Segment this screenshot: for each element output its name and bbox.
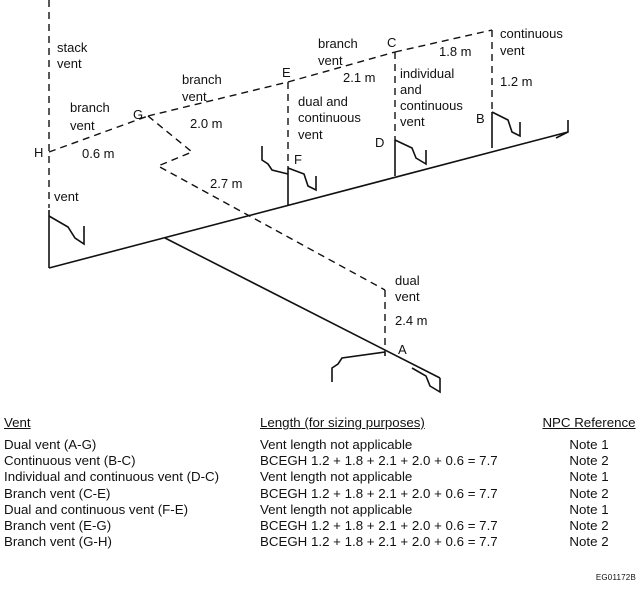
vent-sizing-table: Vent Length (for sizing purposes) NPC Re… <box>4 415 638 550</box>
header-vent: Vent <box>4 415 31 430</box>
point-g: G <box>133 107 143 122</box>
row-vent: Branch vent (G-H) <box>4 534 112 550</box>
row-length: Vent length not applicable <box>260 501 413 517</box>
fixture-trap-a-left <box>331 351 386 382</box>
point-h: H <box>34 145 43 160</box>
row-vent: Branch vent (E-G) <box>4 518 112 534</box>
length-h-g: 0.6 m <box>82 146 115 161</box>
length-c-b: 1.8 m <box>439 44 472 59</box>
branch-vent-ec-label-2: vent <box>318 53 343 68</box>
header-length: Length (for sizing purposes) <box>260 415 425 430</box>
header-reference: NPC Reference <box>542 415 636 430</box>
point-d: D <box>375 135 384 150</box>
dual-continuous-vent-label-2: continuous <box>298 110 361 125</box>
fixture-trap-main-end <box>555 120 569 139</box>
row-length: BCEGH 1.2 + 1.8 + 2.1 + 2.0 + 0.6 = 7.7 <box>260 518 498 534</box>
fixture-trap-f-left <box>261 146 289 175</box>
figure-code: EG01172B <box>595 573 636 582</box>
branch-vent-hg-label-1: branch <box>70 100 110 115</box>
stack-vent-label-1: stack <box>57 40 88 55</box>
point-f: F <box>294 152 302 167</box>
plumbing-vent-diagram: stack vent branch vent branch vent branc… <box>34 0 569 394</box>
row-reference: Note 2 <box>569 534 609 550</box>
row-length: Vent length not applicable <box>260 469 413 485</box>
branch-vent-ge-label-1: branch <box>182 72 222 87</box>
individual-vent-label-2: and <box>400 82 422 97</box>
table-row: Branch vent (C-E) BCEGH 1.2 + 1.8 + 2.1 … <box>4 486 638 502</box>
length-a-vertical: 2.4 m <box>395 313 428 328</box>
branch-vent-hg-label-2: vent <box>70 118 95 133</box>
row-reference: Note 1 <box>569 501 609 517</box>
fixture-trap-b <box>491 111 521 138</box>
continuous-vent-c-b-horizontal <box>394 29 493 53</box>
dual-vent-a-g <box>147 115 386 291</box>
row-length: BCEGH 1.2 + 1.8 + 2.1 + 2.0 + 0.6 = 7.7 <box>260 453 498 469</box>
row-reference: Note 1 <box>569 469 609 485</box>
branch-vent-ec-label-1: branch <box>318 36 358 51</box>
point-b: B <box>476 111 485 126</box>
dual-vent-label-1: dual <box>395 273 420 288</box>
branch-vent-e-c <box>287 51 396 83</box>
row-length: Vent length not applicable <box>260 437 413 452</box>
table-row: Individual and continuous vent (D-C) Ven… <box>4 469 638 485</box>
row-vent: Branch vent (C-E) <box>4 485 111 501</box>
branch-vent-g-e <box>147 81 289 117</box>
branch-vent-ge-label-2: vent <box>182 89 207 104</box>
length-b-vertical: 1.2 m <box>500 74 533 89</box>
row-vent: Continuous vent (B-C) <box>4 453 136 469</box>
table-row: Branch vent (G-H) BCEGH 1.2 + 1.8 + 2.1 … <box>4 534 638 550</box>
fixture-trap-f-right <box>287 167 317 192</box>
dual-continuous-vent-label-3: vent <box>298 127 323 142</box>
row-vent: Individual and continuous vent (D-C) <box>4 469 220 485</box>
table-row: Dual and continuous vent (F-E) Vent leng… <box>4 502 638 518</box>
point-e: E <box>282 65 291 80</box>
row-length: BCEGH 1.2 + 1.8 + 2.1 + 2.0 + 0.6 = 7.7 <box>260 485 498 501</box>
length-g-e: 2.0 m <box>190 116 223 131</box>
table-row: Branch vent (E-G) BCEGH 1.2 + 1.8 + 2.1 … <box>4 518 638 534</box>
row-vent: Dual vent (A-G) <box>4 437 97 452</box>
vent-label: vent <box>54 189 79 204</box>
row-reference: Note 2 <box>569 453 609 469</box>
fixture-trap-a-right <box>411 367 441 394</box>
table-row: Dual vent (A-G) Vent length not applicab… <box>4 437 638 453</box>
individual-vent-label-1: individual <box>400 66 454 81</box>
branch-vent-h-g <box>48 115 149 153</box>
point-a: A <box>398 342 407 357</box>
stack-vent-label-2: vent <box>57 56 82 71</box>
continuous-vent-label-2: vent <box>500 43 525 58</box>
table-row: Continuous vent (B-C) BCEGH 1.2 + 1.8 + … <box>4 453 638 469</box>
fixture-trap-d <box>394 139 427 166</box>
row-reference: Note 2 <box>569 518 609 534</box>
row-vent: Dual and continuous vent (F-E) <box>4 501 189 517</box>
row-reference: Note 1 <box>569 437 609 452</box>
dual-vent-label-2: vent <box>395 289 420 304</box>
point-c: C <box>387 35 396 50</box>
length-g-a: 2.7 m <box>210 176 243 191</box>
continuous-vent-label-1: continuous <box>500 26 563 41</box>
dual-continuous-vent-label-1: dual and <box>298 94 348 109</box>
individual-vent-label-4: vent <box>400 114 425 129</box>
branch-drain-a <box>164 237 441 379</box>
length-e-c: 2.1 m <box>343 70 376 85</box>
stack-fixture-trap <box>48 215 85 246</box>
individual-vent-label-3: continuous <box>400 98 463 113</box>
main-drain <box>48 131 569 269</box>
row-reference: Note 2 <box>569 485 609 501</box>
row-length: BCEGH 1.2 + 1.8 + 2.1 + 2.0 + 0.6 = 7.7 <box>260 534 498 550</box>
table-header-row: Vent Length (for sizing purposes) NPC Re… <box>4 415 638 437</box>
